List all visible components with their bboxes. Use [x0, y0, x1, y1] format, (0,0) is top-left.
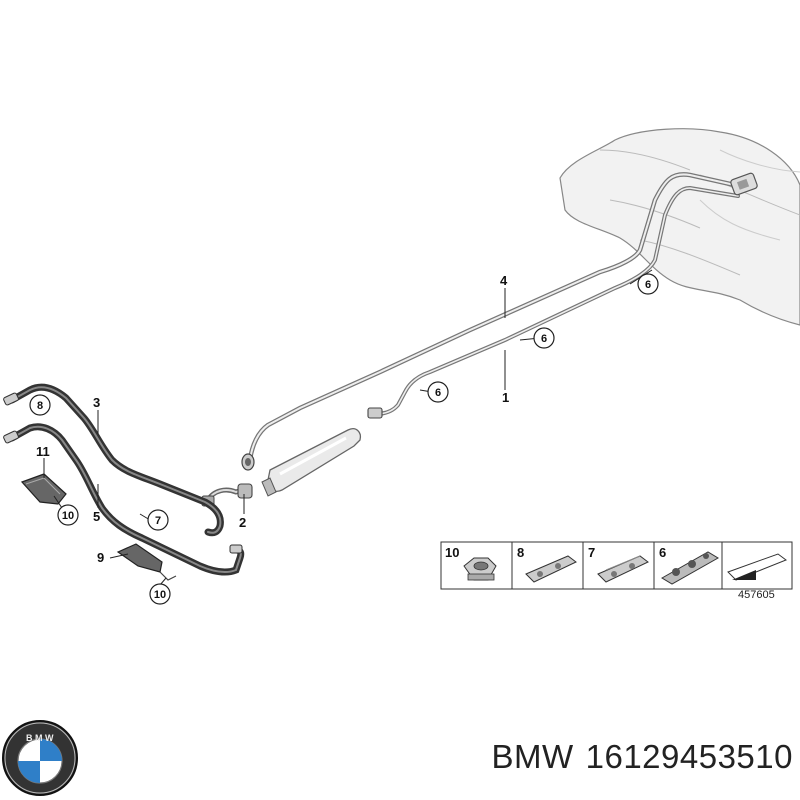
legend-label-8: 8 [517, 545, 524, 560]
fuel-line-4 [247, 172, 751, 463]
fuel-filter [261, 428, 362, 497]
line-end-fitting-left [241, 453, 255, 471]
svg-text:10: 10 [154, 589, 166, 601]
callout-9: 9 [97, 550, 104, 565]
callout-2: 2 [239, 515, 246, 530]
callout-11: 11 [36, 444, 50, 459]
diagram-reference-number: 457605 [738, 589, 775, 601]
bracket-9 [116, 543, 177, 581]
parts-legend: 10 8 7 6 [440, 541, 793, 601]
svg-text:7: 7 [155, 515, 161, 527]
leader-lines [39, 269, 653, 586]
legend-label-10: 10 [445, 545, 459, 560]
circled-callout-10-upper: 10 [57, 504, 79, 526]
wedge-arrow-icon [727, 553, 788, 581]
svg-text:8: 8 [37, 400, 43, 412]
brand-name: BMW [491, 738, 574, 775]
line-end-fitting-mid [367, 407, 383, 419]
bmw-logo-letters: B M W [26, 733, 54, 743]
circled-callout-10-lower: 10 [149, 583, 171, 605]
svg-text:10: 10 [62, 510, 74, 522]
product-title: BMW 16129453510 [408, 738, 793, 776]
legend-label-6: 6 [659, 545, 666, 560]
circled-callout-8: 8 [29, 394, 51, 416]
circled-callout-7: 7 [147, 509, 169, 531]
circled-callout-6-mid: 6 [533, 327, 555, 349]
circled-callout-6-top: 6 [637, 273, 659, 295]
part-number: 16129453510 [585, 738, 793, 775]
svg-text:6: 6 [645, 279, 651, 291]
svg-text:6: 6 [541, 333, 547, 345]
circled-callout-6-low: 6 [427, 381, 449, 403]
bracket-11 [20, 473, 67, 505]
callout-1: 1 [502, 390, 509, 405]
nut-icon [463, 557, 497, 581]
clip-6-icon [661, 551, 719, 585]
fuel-line-1 [374, 185, 740, 416]
tank-connector [730, 172, 758, 196]
hose-3 [3, 383, 224, 537]
callout-5: 5 [93, 509, 100, 524]
clip-8-icon [525, 555, 577, 583]
legend-label-7: 7 [588, 545, 595, 560]
hose-5 [3, 423, 245, 576]
svg-text:6: 6 [435, 387, 441, 399]
bmw-logo: B M W [2, 720, 78, 796]
callout-4: 4 [500, 273, 508, 288]
callout-3: 3 [93, 395, 100, 410]
clip-7-icon [597, 555, 649, 583]
